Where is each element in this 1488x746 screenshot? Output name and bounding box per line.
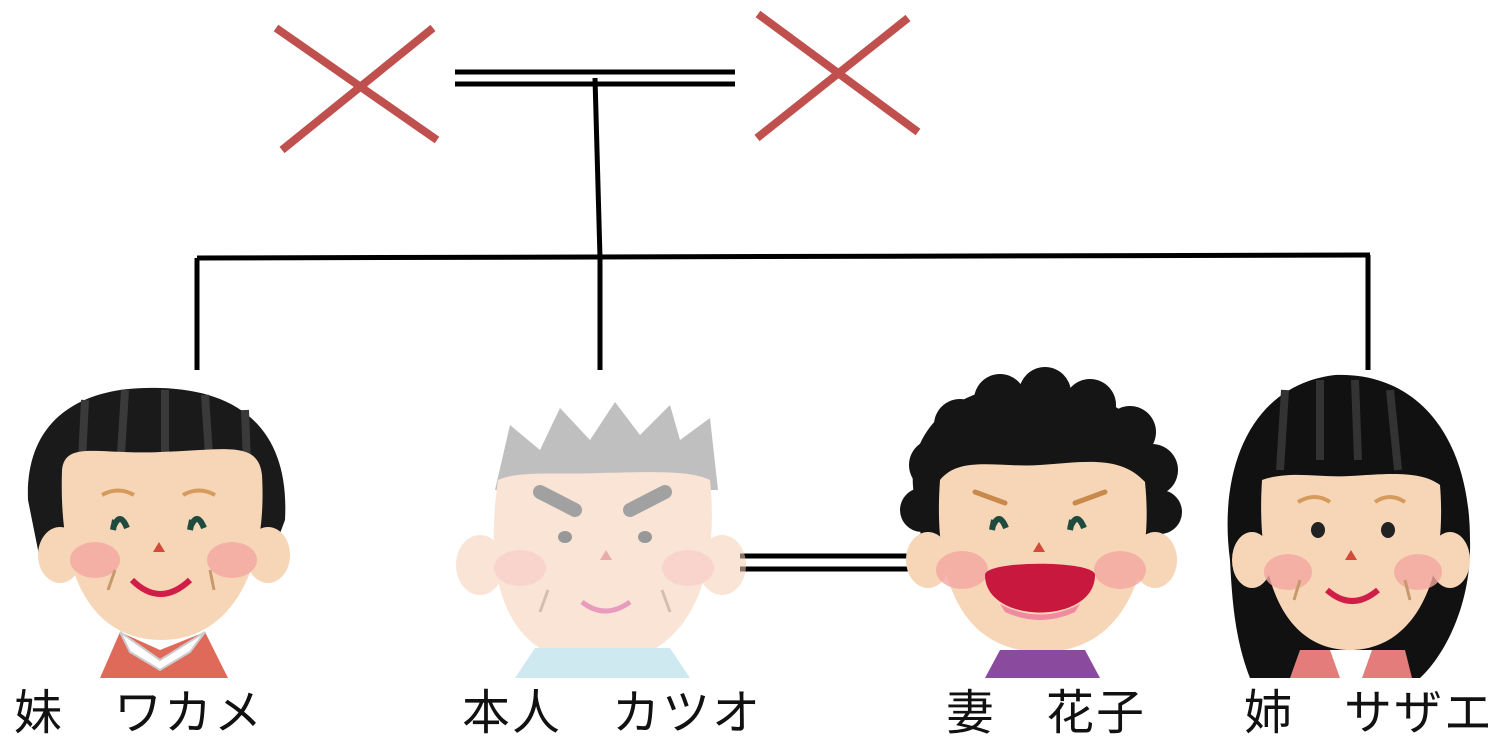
- older-woman-long-hair-icon: [1227, 374, 1471, 678]
- older-man-gray-hair-icon: [456, 402, 746, 678]
- woman-curly-hair-laughing-icon: [900, 367, 1182, 678]
- older-woman-short-hair-icon: [27, 387, 290, 678]
- person-label-wife-hanako: 妻 花子: [946, 685, 1147, 741]
- cross-mark-icon: [273, 24, 440, 154]
- cross-mark-icon: [754, 10, 921, 142]
- spouse-marriage-line: [740, 553, 916, 572]
- descent-connector: [194, 77, 1371, 370]
- person-label-elder-sister-sazae: 姉 サザエ: [1244, 685, 1488, 741]
- person-label-sister-wakame: 妹 ワカメ: [14, 685, 265, 741]
- person-label-self-katsuo: 本人 カツオ: [462, 685, 763, 741]
